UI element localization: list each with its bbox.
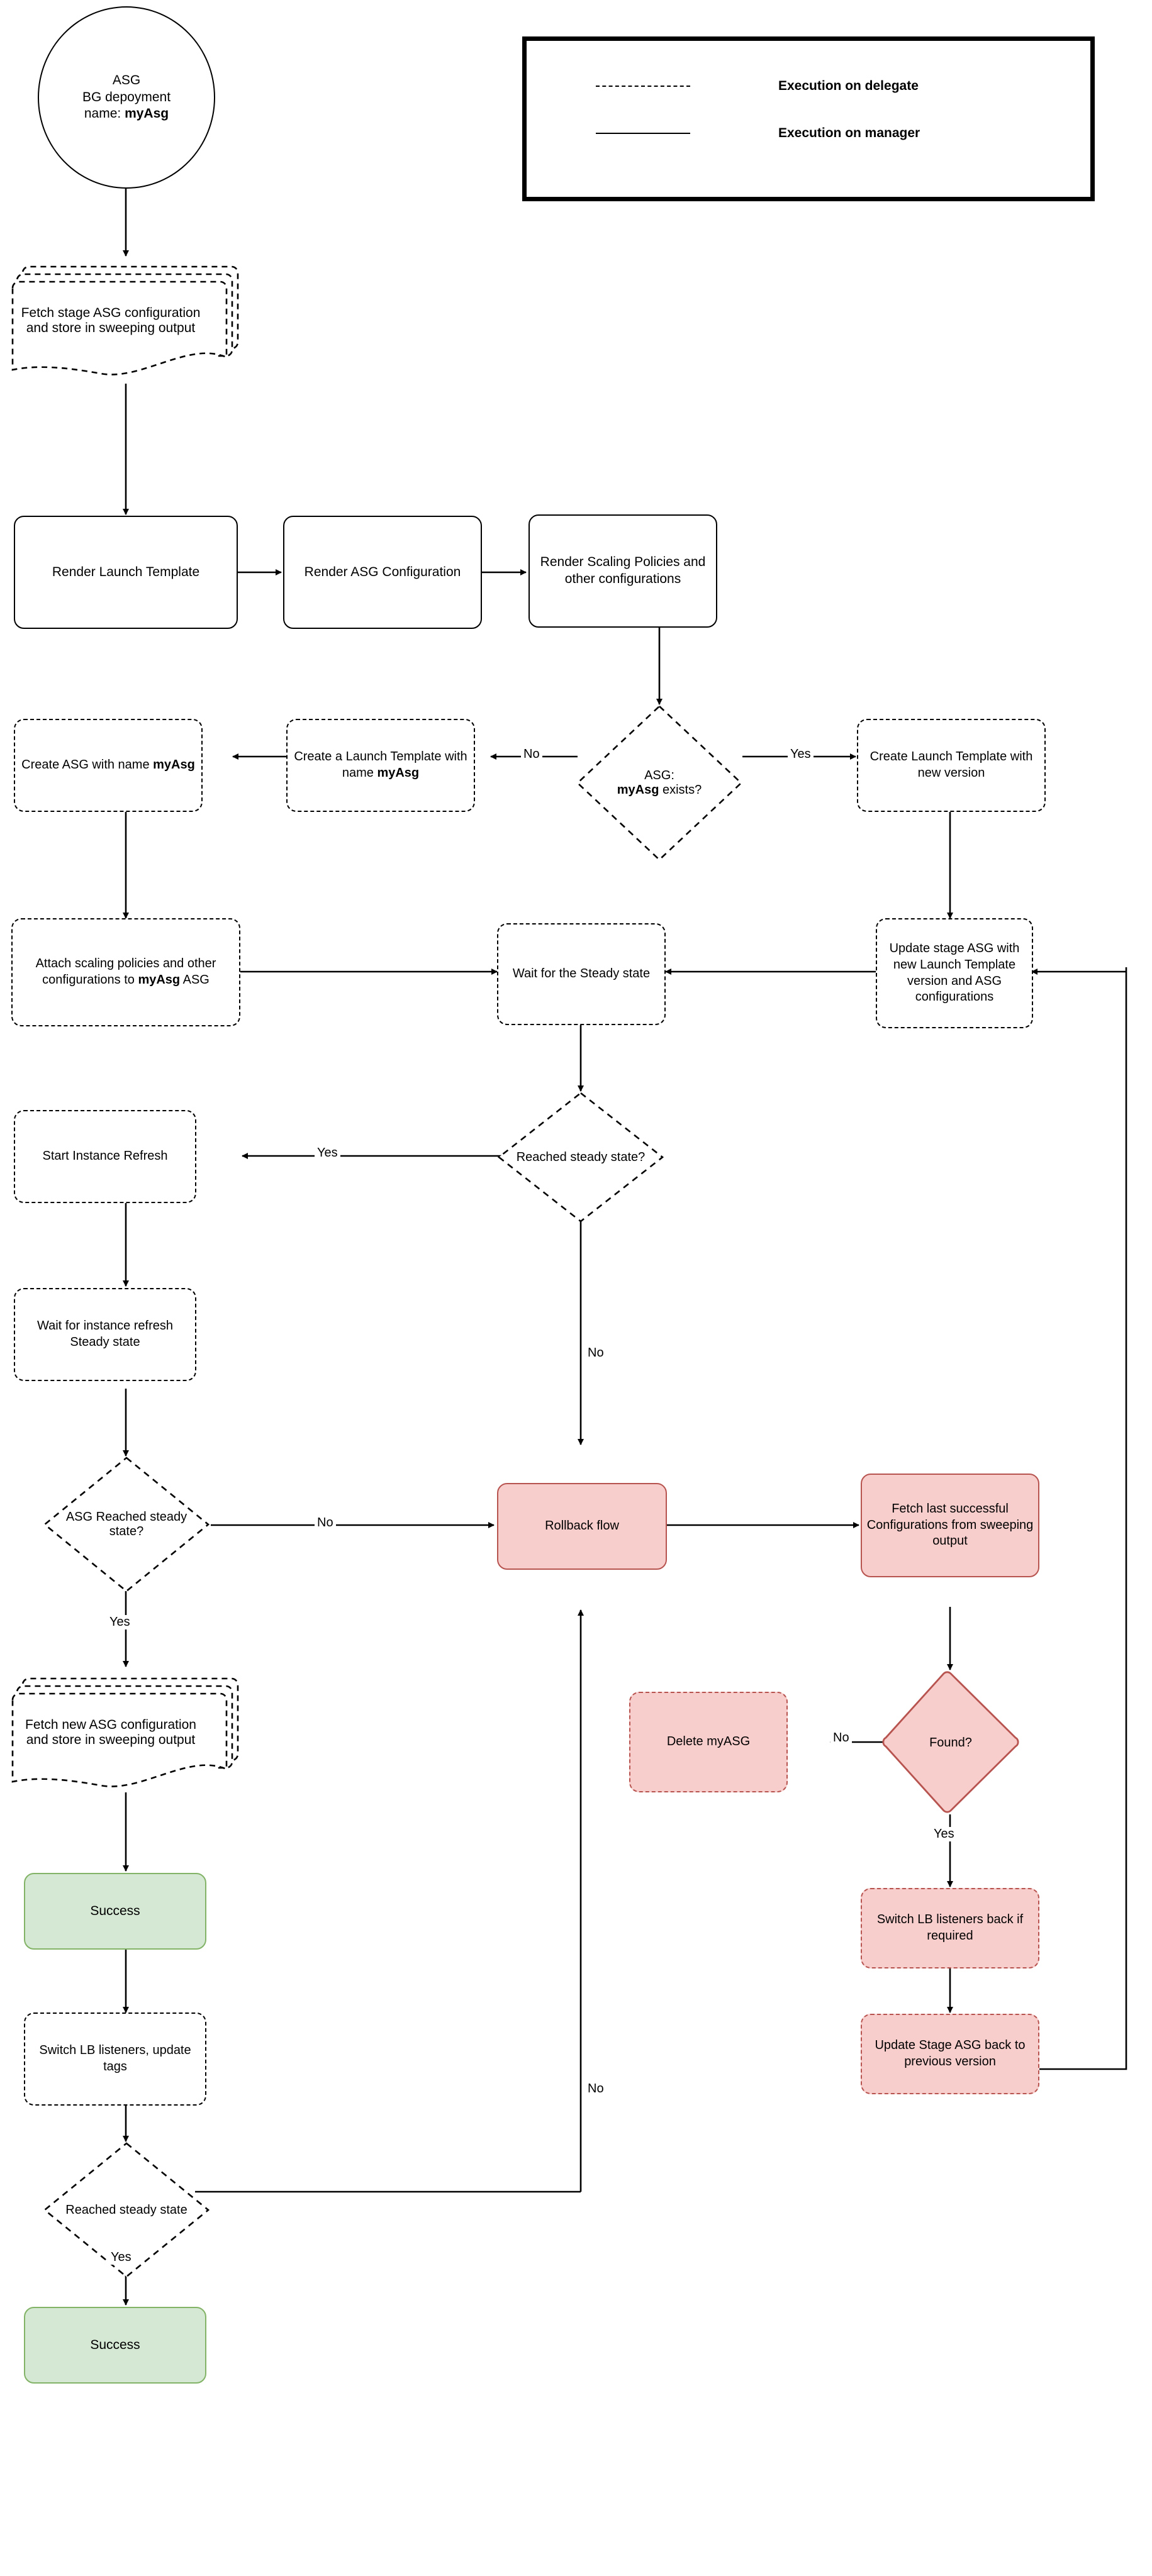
delete-myasg-label: Delete myASG: [666, 1735, 751, 1749]
node-start-asg-bg-deployment[interactable]: ASG BG depoyment name: myAsg: [38, 6, 215, 189]
legend-label-manager: Execution on manager: [778, 126, 920, 140]
attach-scaling-suffix: ASG: [180, 973, 210, 987]
render-asg-configuration-label: Render ASG Configuration: [304, 564, 461, 579]
asg-exists-line1: ASG:: [644, 769, 674, 782]
render-launch-template-label: Render Launch Template: [52, 564, 200, 579]
success-final-label: Success: [90, 2337, 140, 2352]
node-update-stage-asg[interactable]: Update stage ASG with new Launch Templat…: [876, 918, 1033, 1028]
multi-document-shape-icon: [11, 1677, 239, 1787]
legend-row-delegate: Execution on delegate: [596, 79, 919, 94]
wait-steady-label: Wait for the Steady state: [512, 967, 651, 981]
diamond-shape-icon: [882, 1671, 1019, 1813]
reached-steady-final-label: Reached steady state: [65, 2202, 187, 2217]
node-create-asg-with-name[interactable]: Create ASG with name myAsg: [14, 719, 203, 812]
node-switch-lb-listeners-back[interactable]: Switch LB listeners back if required: [861, 1888, 1039, 1968]
node-asg-reached-steady-decision[interactable]: ASG Reached steady state?: [43, 1456, 210, 1593]
node-attach-scaling-policies[interactable]: Attach scaling policies and other config…: [11, 918, 240, 1026]
edge-label-steady-no: No: [585, 1346, 607, 1360]
legend-dashed-line-icon: [596, 86, 690, 87]
update-stage-back-label: Update Stage ASG back to previous versio…: [875, 2038, 1026, 2068]
node-success-final[interactable]: Success: [24, 2307, 206, 2384]
node-create-launch-template-with-name[interactable]: Create a Launch Template with name myAsg: [286, 719, 475, 812]
edge-label-steady-yes: Yes: [315, 1146, 340, 1160]
start-line1: ASG: [112, 72, 141, 87]
node-fetch-new-asg-config[interactable]: Fetch new ASG configuration and store in…: [11, 1663, 250, 1799]
legend-row-manager: Execution on manager: [596, 126, 920, 141]
legend-solid-line-icon: [596, 133, 690, 134]
wait-instance-refresh-label: Wait for instance refresh Steady state: [36, 1319, 173, 1349]
edge-label-exists-yes: Yes: [788, 747, 814, 762]
reached-steady-label: Reached steady state?: [516, 1150, 646, 1164]
edge-label-found-yes: Yes: [931, 1827, 957, 1841]
node-rollback-flow[interactable]: Rollback flow: [497, 1483, 667, 1570]
node-reached-steady-state-decision[interactable]: Reached steady state?: [497, 1091, 664, 1223]
create-lt-bold: myAsg: [377, 766, 420, 780]
node-start-instance-refresh[interactable]: Start Instance Refresh: [14, 1110, 196, 1203]
node-switch-lb-listeners-update-tags[interactable]: Switch LB listeners, update tags: [24, 2012, 206, 2106]
node-render-asg-configuration[interactable]: Render ASG Configuration: [283, 516, 482, 629]
render-scaling-policies-label: Render Scaling Policies and other config…: [540, 555, 706, 586]
fetch-last-successful-label: Fetch last successful Configurations fro…: [866, 1502, 1034, 1548]
start-line3-bold: myAsg: [125, 106, 169, 121]
start-line2: BG depoyment: [82, 89, 171, 104]
diamond-shape-icon: [497, 1092, 664, 1223]
node-reached-steady-state-final-decision[interactable]: Reached steady state: [43, 2141, 210, 2279]
start-line3-prefix: name:: [84, 106, 125, 121]
edge-label-exists-no: No: [521, 747, 542, 762]
edge-label-found-no: No: [830, 1731, 852, 1745]
node-fetch-stage-asg-config[interactable]: Fetch stage ASG configuration and store …: [11, 252, 250, 387]
attach-scaling-prefix: Attach scaling policies and other config…: [35, 957, 216, 987]
node-asg-exists-decision[interactable]: ASG: myAsg exists?: [576, 704, 743, 862]
diamond-shape-icon: [43, 2142, 210, 2278]
node-fetch-last-successful-configs[interactable]: Fetch last successful Configurations fro…: [861, 1474, 1039, 1577]
node-found-decision[interactable]: Found?: [881, 1670, 1021, 1814]
attach-scaling-bold: myAsg: [138, 973, 181, 987]
node-wait-instance-refresh-steady[interactable]: Wait for instance refresh Steady state: [14, 1288, 196, 1381]
diamond-shape-icon: [576, 705, 742, 861]
node-render-scaling-policies[interactable]: Render Scaling Policies and other config…: [528, 514, 717, 628]
asg-exists-rest: exists?: [659, 783, 702, 797]
multi-document-shape-icon: [11, 265, 239, 375]
create-asg-bold: myAsg: [153, 758, 195, 772]
asg-exists-bold: myAsg: [617, 783, 659, 797]
legend-box: Execution on delegate Execution on manag…: [522, 36, 1095, 201]
found-label: Found?: [929, 1735, 972, 1750]
fetch-new-asg-label: Fetch new ASG configuration and store in…: [25, 1717, 196, 1747]
node-render-launch-template[interactable]: Render Launch Template: [14, 516, 238, 629]
node-wait-for-steady-state[interactable]: Wait for the Steady state: [497, 923, 666, 1025]
switch-lb-listeners-label: Switch LB listeners, update tags: [39, 2043, 191, 2074]
asg-reached-steady-label: ASG Reached steady state?: [65, 1510, 187, 1538]
node-success-primary[interactable]: Success: [24, 1873, 206, 1950]
fetch-stage-asg-label: Fetch stage ASG configuration and store …: [21, 305, 201, 335]
rollback-flow-label: Rollback flow: [545, 1519, 619, 1533]
success-primary-label: Success: [90, 1903, 140, 1918]
edge-label-reached2-yes: Yes: [108, 2250, 134, 2265]
diamond-shape-icon: [43, 1457, 210, 1592]
node-create-launch-template-new-version[interactable]: Create Launch Template with new version: [857, 719, 1046, 812]
edge-label-reached2-no: No: [585, 2082, 607, 2096]
node-delete-myasg[interactable]: Delete myASG: [629, 1692, 788, 1792]
start-instance-refresh-label: Start Instance Refresh: [42, 1149, 168, 1163]
edge-label-asg-steady-no: No: [315, 1516, 336, 1530]
create-asg-prefix: Create ASG with name: [21, 758, 154, 772]
legend-label-delegate: Execution on delegate: [778, 79, 919, 93]
create-lt-prefix: Create a Launch Template with name: [294, 750, 467, 780]
update-stage-asg-label: Update stage ASG with new Launch Templat…: [889, 941, 1020, 1004]
create-lt-new-label: Create Launch Template with new version: [870, 750, 1033, 780]
edge-label-asg-steady-yes: Yes: [107, 1615, 133, 1629]
node-update-stage-asg-back[interactable]: Update Stage ASG back to previous versio…: [861, 2014, 1039, 2094]
switch-lb-back-label: Switch LB listeners back if required: [876, 1913, 1024, 1943]
